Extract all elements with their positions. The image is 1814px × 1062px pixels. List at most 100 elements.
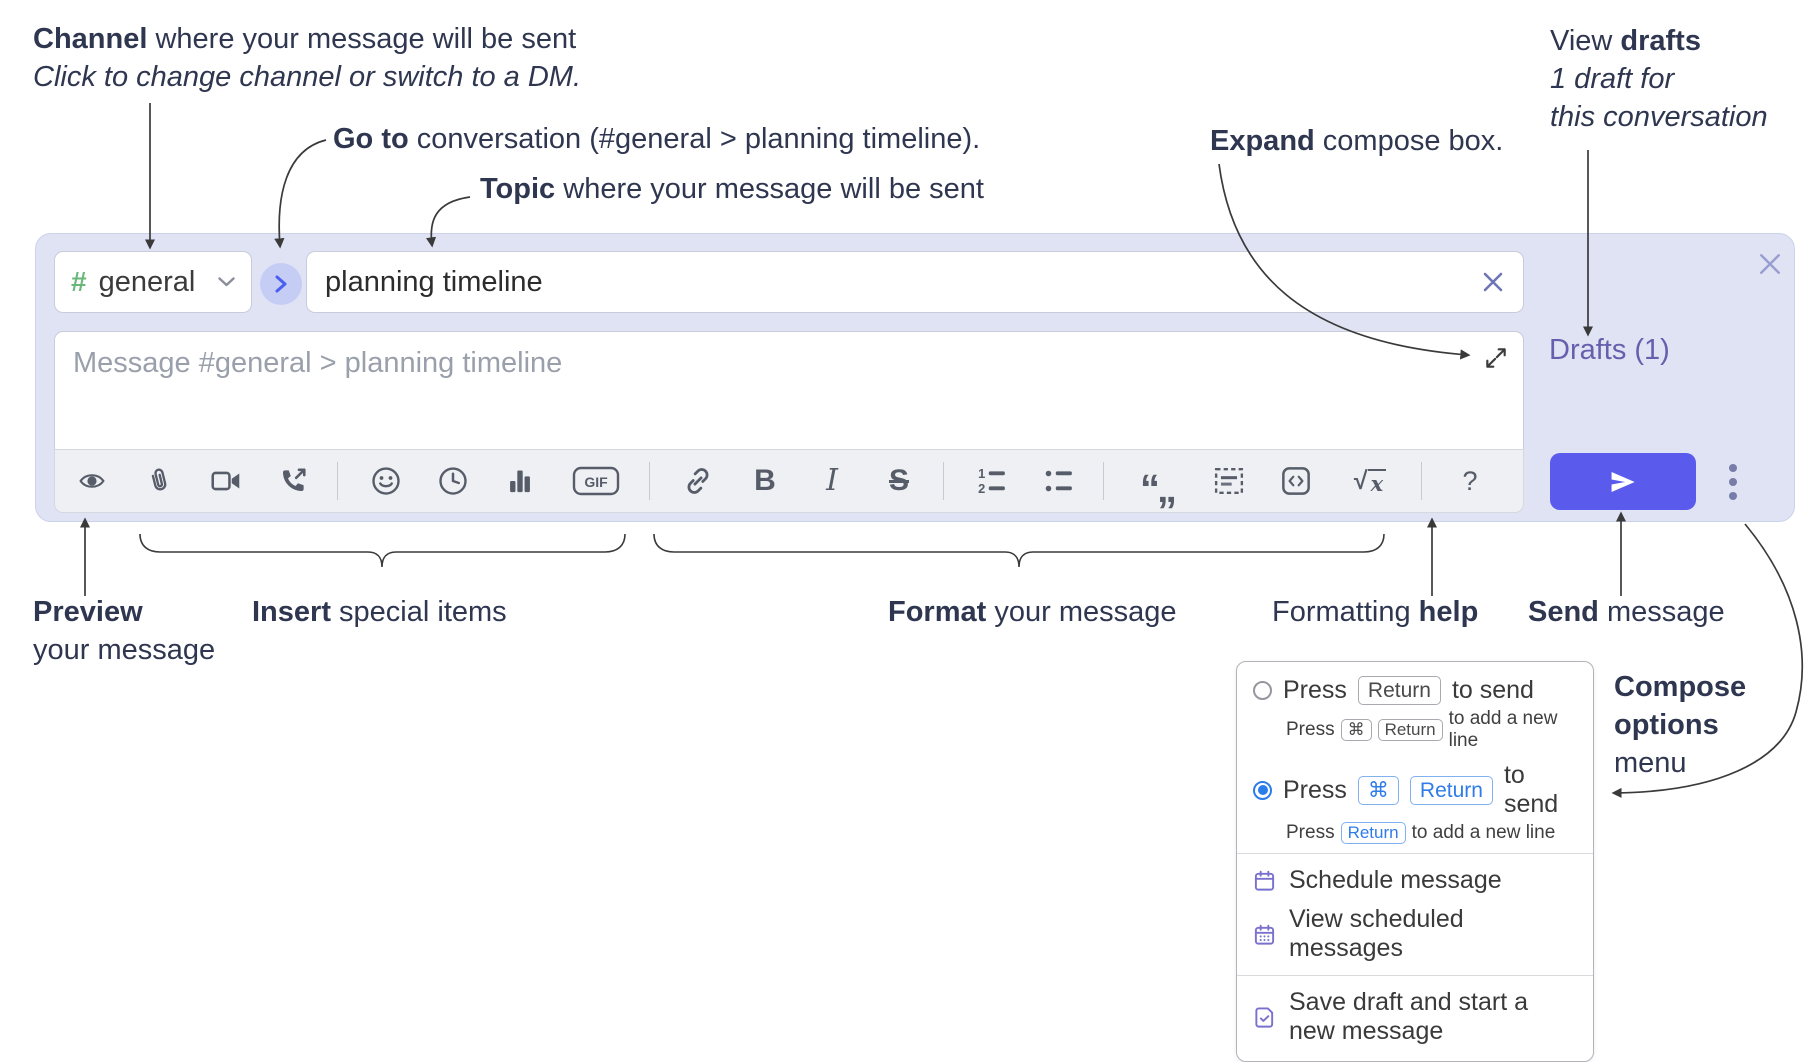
annotation-co-line1: Compose	[1614, 671, 1747, 703]
radio-unselected-icon[interactable]	[1253, 681, 1272, 700]
poll-button[interactable]	[505, 461, 535, 501]
annotation-preview: Preview your message	[33, 593, 215, 669]
bulleted-list-icon	[1045, 470, 1072, 492]
ellipsis-dot	[1729, 464, 1737, 472]
phone-call-icon	[283, 468, 306, 491]
annotation-compose-options: Compose options menu	[1614, 668, 1746, 782]
math-button[interactable]: √x	[1348, 461, 1392, 501]
go-to-conversation-button[interactable]	[260, 263, 302, 305]
send-button[interactable]	[1550, 453, 1696, 510]
video-call-button[interactable]	[211, 461, 241, 501]
option1-pre: Press	[1283, 676, 1347, 704]
annotation-expand-bold: Expand	[1210, 125, 1315, 157]
toolbar-divider	[943, 462, 944, 500]
schedule-time-button[interactable]	[438, 461, 468, 501]
kbd-return-blue: Return	[1340, 822, 1406, 844]
spoiler-button[interactable]	[1214, 461, 1244, 501]
kbd-return: Return	[1377, 719, 1443, 741]
line-goto	[274, 139, 327, 249]
link-button[interactable]	[683, 461, 713, 501]
channel-name: general	[98, 265, 196, 298]
topic-input-box	[306, 251, 1524, 313]
quote-button[interactable]: “„	[1137, 461, 1177, 509]
italic-button[interactable]: I	[817, 461, 847, 501]
chevron-down-icon	[218, 277, 235, 287]
option1-sub-post: to add a new line	[1448, 708, 1558, 751]
annotation-drafts-line2: 1 draft for	[1550, 63, 1675, 95]
bold-icon: B	[754, 464, 776, 497]
annotation-preview-bold: Preview	[33, 596, 143, 628]
brace-insert	[139, 533, 626, 568]
menu-divider	[1237, 853, 1593, 854]
calendar-dotted-icon	[1253, 923, 1276, 946]
gif-button[interactable]: GIF	[572, 461, 620, 501]
video-camera-icon	[211, 471, 240, 491]
math-icon: √x	[1354, 467, 1387, 496]
annotation-help: Formatting help	[1272, 593, 1478, 631]
menu-item-label: View scheduled messages	[1289, 905, 1464, 962]
annotation-topic-bold: Topic	[480, 173, 556, 205]
audio-call-button[interactable]	[278, 461, 308, 501]
close-compose-button[interactable]	[1756, 250, 1784, 278]
svg-text:1: 1	[978, 466, 985, 481]
ellipsis-dot	[1729, 478, 1737, 486]
menu-item-label: Save draft and start a new message	[1289, 988, 1529, 1045]
menu-item-schedule-message[interactable]: Schedule message	[1253, 861, 1577, 900]
channel-selector[interactable]: # general	[54, 251, 252, 313]
calendar-icon	[1253, 869, 1276, 892]
option2-sub-post: to add a new line	[1411, 822, 1556, 843]
annotation-topic: Topic where your message will be sent	[480, 170, 984, 208]
strikethrough-button[interactable]: S	[884, 461, 914, 501]
annotation-help-pre: Formatting	[1272, 596, 1419, 628]
annotation-expand-rest: compose box.	[1314, 125, 1504, 157]
compose-options-button[interactable]	[1724, 459, 1742, 505]
preview-button[interactable]	[77, 461, 107, 501]
menu-divider	[1237, 975, 1593, 976]
topic-input[interactable]	[325, 265, 1471, 299]
annotation-insert-rest: special items	[330, 596, 507, 628]
close-icon	[1760, 254, 1780, 274]
paperclip-icon	[151, 468, 167, 491]
option1-subtext: Press ⌘ Return to add a new line	[1286, 708, 1577, 752]
attach-file-button[interactable]	[144, 461, 174, 501]
annotation-format-bold: Format	[888, 596, 987, 628]
annotation-channel-bold: Channel	[33, 23, 148, 55]
annotation-channel-line2: Click to change channel or switch to a D…	[33, 61, 582, 93]
code-button[interactable]	[1281, 461, 1311, 501]
expand-icon	[1486, 348, 1506, 368]
annotation-send-bold: Send	[1528, 596, 1599, 628]
gif-icon: GIF	[572, 466, 620, 496]
eye-icon	[79, 474, 105, 488]
annotation-insert: Insert special items	[252, 593, 507, 631]
annotation-channel-rest: where your message will be sent	[147, 23, 577, 55]
option1-sub-pre: Press	[1286, 719, 1335, 740]
option2-post: to send	[1503, 761, 1559, 818]
clear-topic-icon[interactable]	[1481, 270, 1505, 294]
spoiler-icon	[1214, 468, 1244, 494]
bar-chart-icon	[510, 470, 530, 493]
option-enter-to-send[interactable]: Press Return to send	[1253, 676, 1577, 705]
message-input[interactable]	[55, 332, 1523, 449]
formatting-help-button[interactable]: ?	[1455, 461, 1485, 501]
compose-options-menu: Press Return to send Press ⌘ Return to a…	[1236, 661, 1594, 1062]
drafts-link[interactable]: Drafts (1)	[1549, 334, 1670, 366]
kbd-cmd-blue: ⌘	[1357, 775, 1399, 805]
menu-item-save-draft[interactable]: Save draft and start a new message	[1253, 983, 1577, 1051]
option1-post: to send	[1451, 676, 1534, 704]
option2-pre: Press	[1283, 775, 1347, 804]
bold-button[interactable]: B	[750, 461, 780, 501]
radio-selected-icon[interactable]	[1253, 780, 1272, 800]
message-compose-area	[54, 331, 1524, 450]
menu-item-view-scheduled[interactable]: View scheduled messages	[1253, 900, 1577, 968]
annotation-goto: Go to conversation (#general > planning …	[333, 120, 980, 158]
save-draft-icon	[1253, 1006, 1276, 1029]
bulleted-list-button[interactable]	[1044, 461, 1074, 501]
expand-compose-button[interactable]	[1483, 345, 1509, 371]
emoji-button[interactable]	[371, 461, 401, 501]
annotation-goto-bold: Go to	[333, 123, 409, 155]
option-cmd-enter-to-send[interactable]: Press ⌘ Return to send	[1253, 761, 1577, 819]
option2-sub-pre: Press	[1286, 822, 1335, 843]
annotation-drafts-pre: View	[1550, 25, 1621, 57]
